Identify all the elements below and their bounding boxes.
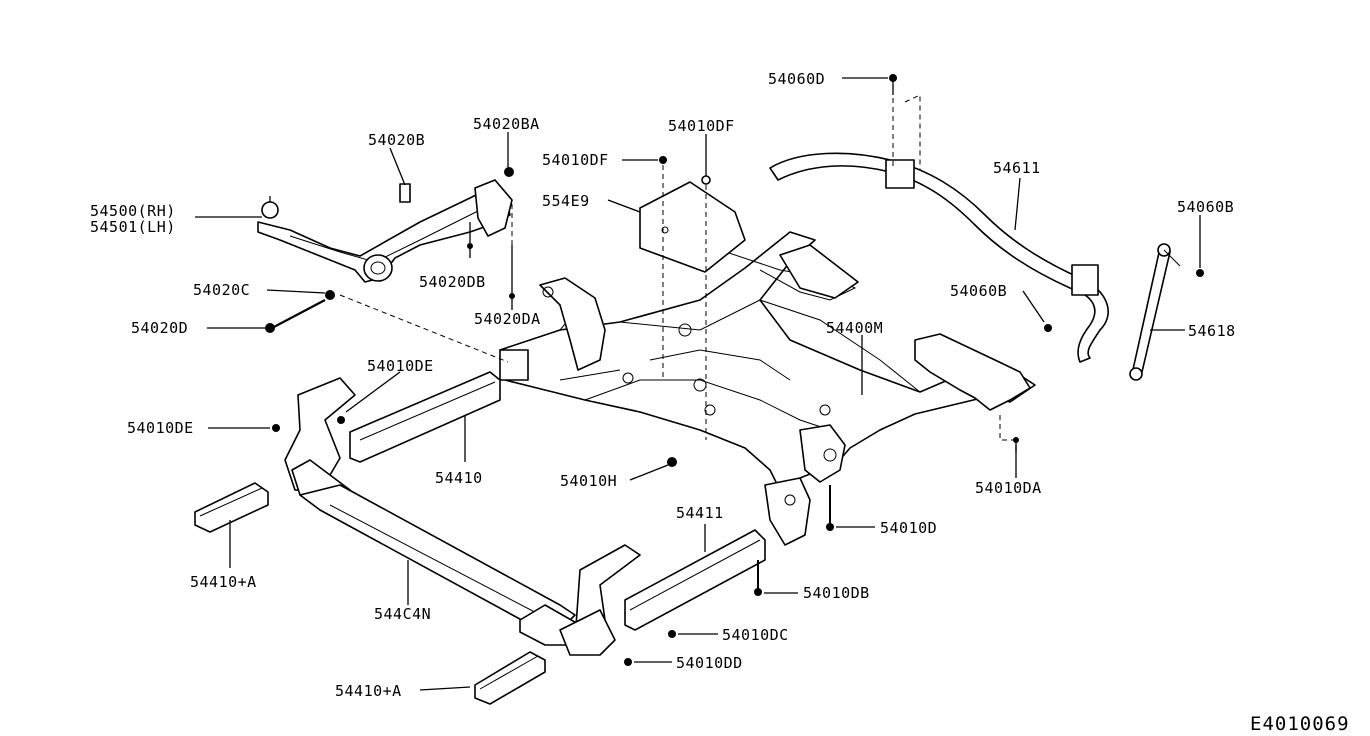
part-labels: 54020B 54020BA 54010DF 54010DF 554E9 545… [90, 70, 1236, 700]
rear-member-part [299, 484, 641, 656]
lower-control-arm-part [257, 179, 513, 283]
label-54010D: 54010D [880, 519, 937, 537]
label-54060B-left: 54060B [950, 282, 1007, 300]
label-54060B-right: 54060B [1177, 198, 1234, 216]
stopper-upper-part [194, 482, 269, 533]
member-54411-part [624, 529, 766, 631]
stabilizer-bar-part [769, 152, 1109, 363]
label-54020B: 54020B [368, 131, 425, 149]
label-54010DE-top: 54010DE [367, 357, 434, 375]
stabilizer-link-part [1129, 243, 1181, 381]
label-54010H: 54010H [560, 472, 617, 490]
label-54410: 54410 [435, 469, 483, 487]
label-54020DA: 54020DA [474, 310, 541, 328]
label-54500-rh: 54500(RH) [90, 202, 176, 220]
label-54010DF-top: 54010DF [668, 117, 735, 135]
label-54010DF-left: 54010DF [542, 151, 609, 169]
label-54400M: 54400M [826, 319, 883, 337]
label-554E9: 554E9 [542, 192, 590, 210]
tension-rod-part [284, 371, 501, 511]
label-54010DC: 54010DC [722, 626, 789, 644]
label-54010DE-left: 54010DE [127, 419, 194, 437]
bracket-554E9-part [639, 181, 746, 273]
label-54060D: 54060D [768, 70, 825, 88]
stopper-lower-part [474, 651, 546, 705]
label-54010DA: 54010DA [975, 479, 1042, 497]
label-54410A-upper: 54410+A [190, 573, 257, 591]
label-544C4N: 544C4N [374, 605, 431, 623]
label-54020DB: 54020DB [419, 273, 486, 291]
bolts-and-nuts [265, 74, 1204, 666]
label-54020BA: 54020BA [473, 115, 540, 133]
label-54010DB: 54010DB [803, 584, 870, 602]
front-subframe-part [499, 231, 1036, 546]
label-54010DD: 54010DD [676, 654, 743, 672]
label-54618: 54618 [1188, 322, 1236, 340]
label-54611: 54611 [993, 159, 1041, 177]
leader-lines [195, 77, 1201, 691]
label-54020C: 54020C [193, 281, 250, 299]
label-54411: 54411 [676, 504, 724, 522]
alignment-lines [339, 94, 1016, 441]
label-54020D: 54020D [131, 319, 188, 337]
label-54501-lh: 54501(LH) [90, 218, 176, 236]
diagram-code: E4010069 [1250, 713, 1350, 735]
label-54410A-lower: 54410+A [335, 682, 402, 700]
